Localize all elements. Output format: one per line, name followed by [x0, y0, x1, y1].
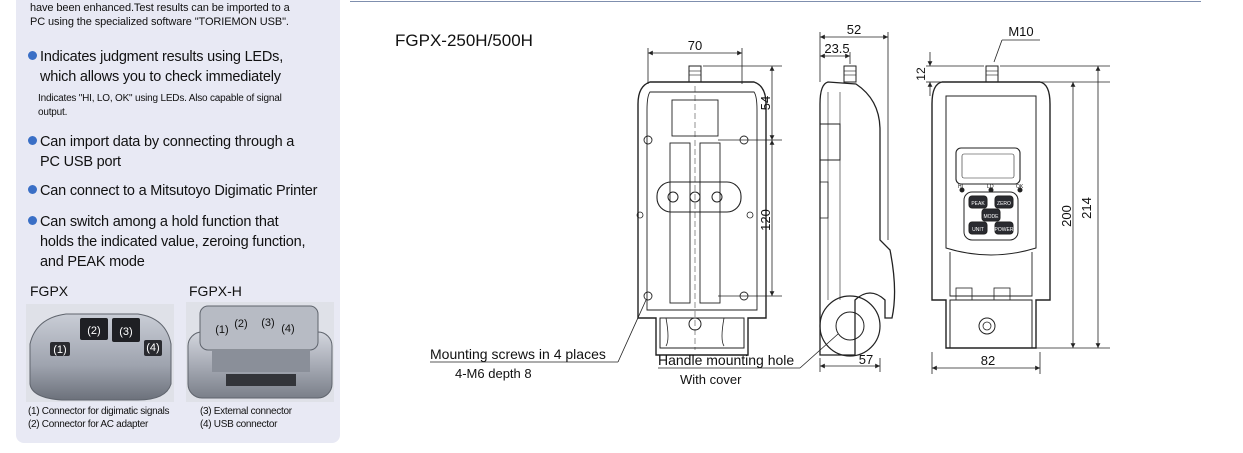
note-handle-cover: With cover [680, 372, 742, 387]
marker-2: (2) [87, 325, 100, 337]
svg-text:LO: LO [987, 184, 994, 190]
svg-text:MODE: MODE [984, 214, 1000, 220]
marker-3: (3) [261, 317, 274, 329]
front-view-dims [926, 39, 1110, 374]
intro-line-2: PC using the specialized software "TORIE… [30, 16, 289, 28]
note-mounting-depth: 4-M6 depth 8 [455, 366, 532, 381]
bullet-icon [28, 185, 37, 194]
rear-view-dims [430, 48, 782, 363]
dim-12: 12 [914, 67, 928, 81]
connector-legend-left: (1) Connector for digimatic signals (2) … [28, 406, 170, 430]
connector-legend-right: (3) External connector (4) USB connector [200, 406, 292, 430]
bullet-icon [28, 136, 37, 145]
photo-label-fgpx-h: FGPX-H [189, 283, 242, 299]
intro-text: have been enhanced.Test results can be i… [30, 1, 290, 29]
dim-23-5: 23.5 [824, 41, 849, 56]
dim-214: 214 [1079, 197, 1094, 219]
section-rule [350, 1, 1201, 2]
marker-4: (4) [146, 342, 159, 354]
marker-1: (1) [215, 324, 228, 336]
svg-text:ZERO: ZERO [997, 201, 1011, 207]
side-view [819, 65, 896, 357]
front-view [931, 65, 1051, 349]
marker-3: (3) [119, 326, 132, 338]
fgpx-connector-photo: (1) (2) (3) (4) [26, 304, 174, 402]
marker-2: (2) [234, 318, 247, 330]
dim-120: 120 [758, 209, 773, 231]
bullet-icon [28, 51, 37, 60]
svg-text:OK: OK [1016, 184, 1024, 190]
dim-70: 70 [688, 38, 702, 53]
marker-4: (4) [281, 323, 294, 335]
rear-view [636, 65, 767, 356]
photo-label-fgpx: FGPX [30, 283, 69, 299]
note-mounting-screws: Mounting screws in 4 places [430, 346, 606, 362]
svg-text:HI: HI [958, 184, 963, 190]
feature-hold: Can switch among a hold function that ho… [28, 212, 340, 272]
keypad-labels: HI LO OK PEAK ZERO MODE UNIT POWER [958, 184, 1024, 233]
features-panel: have been enhanced.Test results can be i… [16, 0, 340, 443]
feature-printer: Can connect to a Mitsutoyo Digimatic Pri… [28, 181, 344, 201]
dim-54: 54 [758, 96, 773, 110]
svg-text:UNIT: UNIT [972, 227, 984, 233]
model-title: FGPX-250H/500H [395, 31, 533, 50]
note-handle-hole: Handle mounting hole [658, 352, 794, 368]
dim-57: 57 [859, 352, 873, 367]
dim-82: 82 [981, 353, 995, 368]
svg-text:POWER: POWER [995, 227, 1014, 233]
dimension-drawing: FGPX-250H/500H 70 [395, 22, 1110, 387]
svg-text:PEAK: PEAK [971, 201, 985, 207]
marker-1: (1) [53, 344, 66, 356]
dim-52: 52 [847, 22, 861, 37]
side-view-dims [658, 32, 889, 372]
bullet-icon [28, 216, 37, 225]
feature-usb: Can import data by connecting through a … [28, 132, 340, 172]
intro-line-1: have been enhanced.Test results can be i… [30, 2, 290, 14]
feature-led: Indicates judgment results using LEDs, w… [28, 47, 340, 87]
dim-200: 200 [1059, 205, 1074, 227]
dim-m10: M10 [1008, 24, 1033, 39]
feature-led-note: Indicates "HI, LO, OK" using LEDs. Also … [38, 93, 282, 118]
fgpx-h-connector-photo: (1) (2) (3) (4) [186, 302, 334, 402]
